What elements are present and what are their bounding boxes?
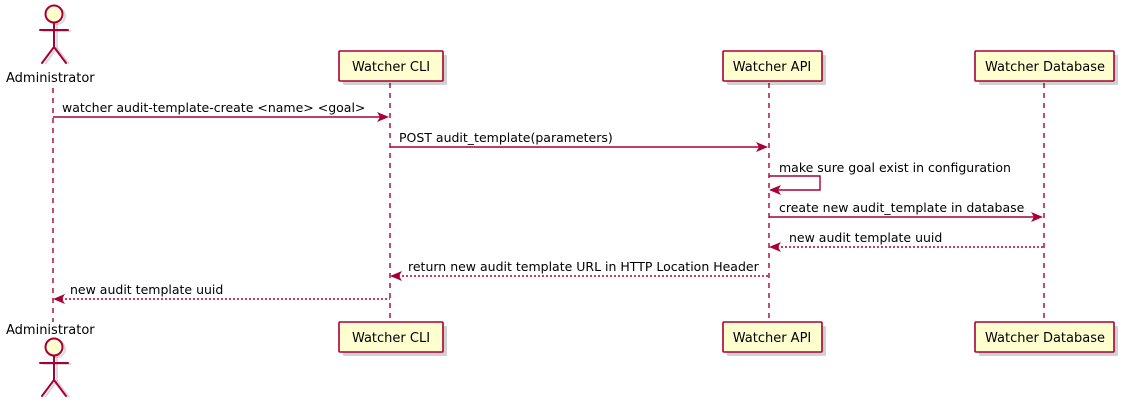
message-3-self[interactable]: make sure goal exist in configuration <box>769 160 1011 195</box>
message-self-loop <box>769 175 821 191</box>
message-1[interactable]: watcher audit-template-create <name> <go… <box>53 100 389 122</box>
message-label: POST audit_template(parameters) <box>399 130 613 145</box>
participant-box[interactable] <box>974 50 1115 82</box>
arrowhead-right-icon <box>1031 212 1043 222</box>
arrowhead-left-icon <box>769 185 781 195</box>
message-label: return new audit template URL in HTTP Lo… <box>408 259 760 274</box>
message-2[interactable]: POST audit_template(parameters) <box>390 130 768 152</box>
actor-head-icon <box>44 337 64 357</box>
participant-watcher-cli-bottom[interactable]: Watcher CLI <box>338 321 447 356</box>
participant-label-watcher-database: Watcher Database <box>985 331 1105 346</box>
message-label: new audit template uuid <box>789 230 942 245</box>
actor-administrator-bottom[interactable]: Administrator <box>6 323 95 398</box>
participant-watcher-api-top[interactable]: Watcher API <box>722 50 826 85</box>
actor-head-icon <box>44 4 64 24</box>
participant-box[interactable] <box>722 50 823 82</box>
message-7[interactable]: new audit template uuid <box>53 282 390 304</box>
participant-watcher-database-bottom[interactable]: Watcher Database <box>974 321 1118 356</box>
actor-leg-right-icon <box>53 379 67 397</box>
actor-leg-left-icon <box>41 46 55 64</box>
message-label: watcher audit-template-create <name> <go… <box>62 100 365 115</box>
participant-label-watcher-cli: Watcher CLI <box>352 331 430 346</box>
actor-leg-left-icon <box>41 379 55 397</box>
actor-administrator-top[interactable]: Administrator <box>6 4 95 87</box>
participant-watcher-cli-top[interactable]: Watcher CLI <box>338 50 447 85</box>
message-6[interactable]: return new audit template URL in HTTP Lo… <box>390 259 769 281</box>
message-label: make sure goal exist in configuration <box>779 160 1011 175</box>
actor-label-administrator-top: Administrator <box>6 71 95 86</box>
message-4[interactable]: create new audit_template in database <box>769 200 1043 222</box>
participant-box[interactable] <box>974 321 1115 353</box>
arrowhead-right-icon <box>377 112 389 122</box>
participant-label-watcher-cli: Watcher CLI <box>352 60 430 75</box>
message-5[interactable]: new audit template uuid <box>769 230 1044 252</box>
arrowhead-left-icon <box>390 271 402 281</box>
participant-box[interactable] <box>338 321 444 353</box>
message-label: new audit template uuid <box>70 282 223 297</box>
participant-box[interactable] <box>338 50 444 82</box>
arrowhead-right-icon <box>756 142 768 152</box>
arrowhead-left-icon <box>769 242 781 252</box>
participant-label-watcher-database: Watcher Database <box>985 60 1105 75</box>
lifelines <box>52 83 1045 322</box>
participant-label-watcher-api: Watcher API <box>733 60 812 75</box>
participant-label-watcher-api: Watcher API <box>733 331 812 346</box>
actor-label-administrator-bottom: Administrator <box>6 323 95 338</box>
message-label: create new audit_template in database <box>779 200 1025 215</box>
participant-box[interactable] <box>722 321 823 353</box>
actor-leg-right-icon <box>53 46 67 64</box>
arrowhead-left-icon <box>53 294 65 304</box>
participant-watcher-api-bottom[interactable]: Watcher API <box>722 321 826 356</box>
participant-watcher-database-top[interactable]: Watcher Database <box>974 50 1118 85</box>
